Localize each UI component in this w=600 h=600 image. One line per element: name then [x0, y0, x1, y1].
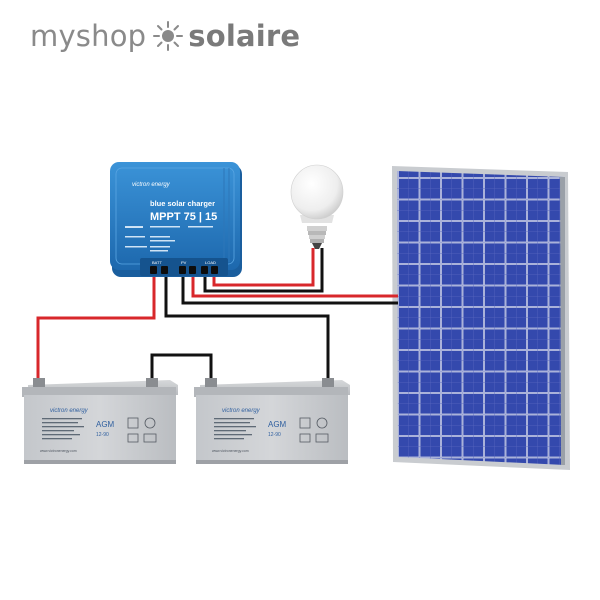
battery-negative-wire: [164, 270, 330, 380]
pv-negative-wire: [181, 270, 398, 305]
pv-positive-wire: [191, 270, 398, 298]
load-negative-wire: [203, 248, 324, 293]
brand-logo: myshop solaire: [30, 16, 300, 56]
battery-left: victron energy AGM 12-90 www.victronener…: [22, 378, 178, 464]
terminal-label-batt: BATT: [152, 260, 162, 265]
load-positive-wire: [212, 248, 315, 287]
light-bulb-icon: [290, 164, 344, 249]
series-link-wire: [150, 353, 213, 380]
charge-controller: victron energy blue solar charger MPPT 7…: [110, 162, 242, 277]
logo-word-myshop: myshop: [30, 19, 147, 53]
battery-right-type: AGM: [268, 420, 287, 429]
terminal-label-load: LOAD: [205, 260, 216, 265]
controller-model: MPPT 75 | 15: [150, 211, 217, 223]
sun-icon: [153, 21, 184, 51]
battery-left-url: www.victronenergy.com: [40, 449, 77, 453]
battery-right-url: www.victronenergy.com: [212, 449, 249, 453]
battery-positive-wire: [36, 270, 156, 380]
controller-brand: victron energy: [132, 182, 171, 188]
battery-right: victron energy AGM 12-90 www.victronener…: [194, 378, 350, 464]
terminal-label-pv: PV: [181, 260, 187, 265]
controller-product: blue solar charger: [150, 199, 215, 208]
battery-left-spec: 12-90: [96, 432, 109, 438]
battery-left-type: AGM: [96, 420, 115, 429]
wiring: [36, 248, 398, 380]
battery-right-brand: victron energy: [222, 408, 261, 414]
battery-left-brand: victron energy: [50, 408, 89, 414]
battery-right-spec: 12-90: [268, 432, 281, 438]
solar-panel-icon: [392, 166, 570, 470]
logo-word-solaire: solaire: [188, 19, 301, 53]
